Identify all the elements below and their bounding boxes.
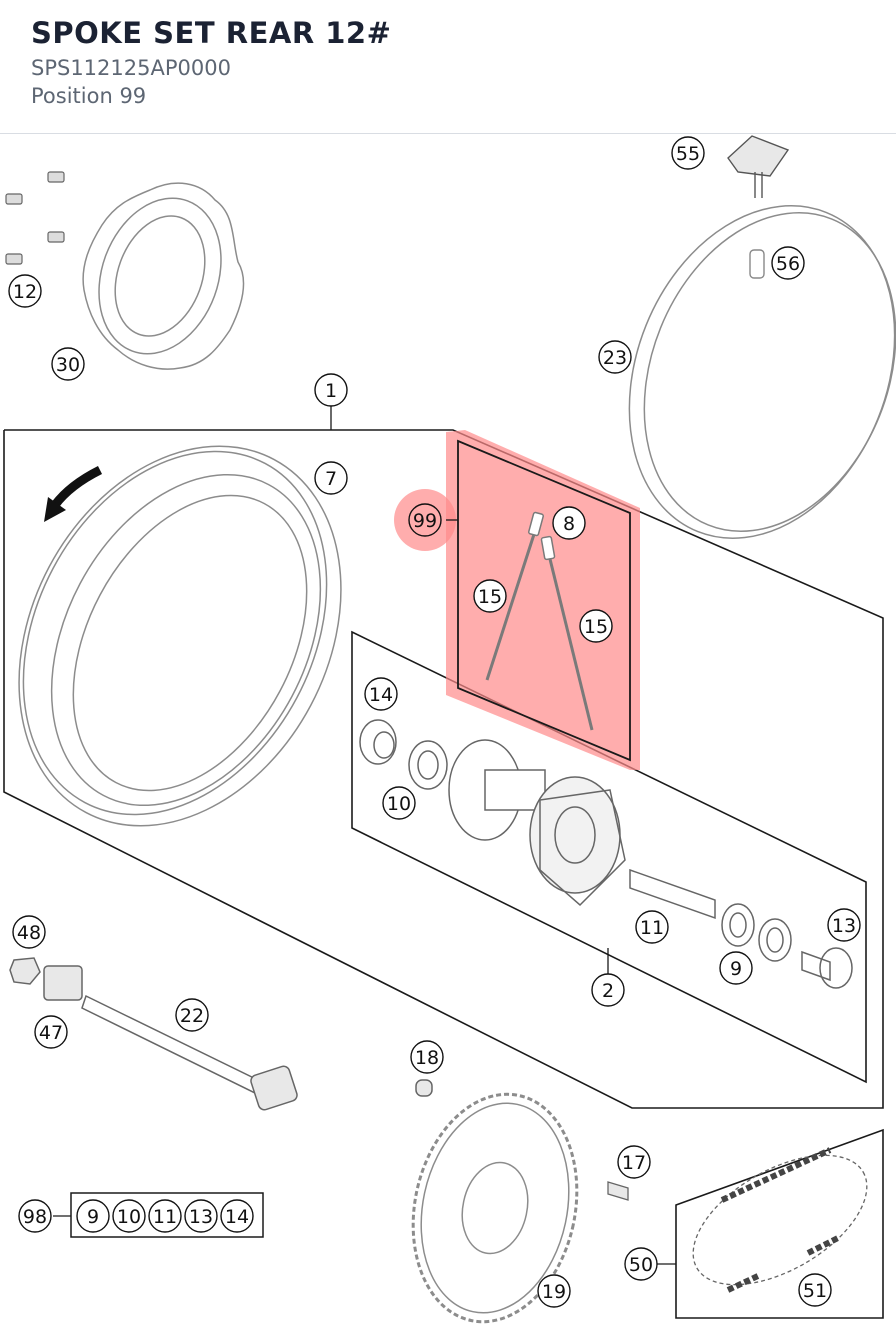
- svg-text:14: 14: [225, 1206, 249, 1228]
- svg-text:17: 17: [622, 1152, 646, 1174]
- svg-text:98: 98: [23, 1206, 47, 1228]
- svg-text:9: 9: [730, 958, 742, 980]
- position-label: Position 99: [31, 84, 147, 108]
- disc-bolts: [5, 171, 65, 265]
- svg-text:19: 19: [542, 1281, 566, 1303]
- spoke-parts: [485, 511, 594, 731]
- svg-text:8: 8: [563, 513, 575, 535]
- callout-50[interactable]: 50: [624, 1247, 658, 1281]
- svg-text:55: 55: [676, 143, 700, 165]
- svg-text:10: 10: [387, 793, 411, 815]
- svg-text:15: 15: [478, 586, 502, 608]
- svg-text:13: 13: [832, 915, 856, 937]
- svg-text:11: 11: [153, 1206, 177, 1228]
- callout-2[interactable]: 2: [591, 973, 625, 1007]
- svg-text:9: 9: [87, 1206, 99, 1228]
- kit-98-item[interactable]: 9: [76, 1199, 110, 1233]
- exploded-diagram: 1 2 7 8 9 10 11 12 13 14 15 15 17 18 19 …: [3, 135, 896, 1324]
- spoke-set-highlight: [394, 430, 640, 770]
- svg-text:50: 50: [629, 1254, 653, 1276]
- rotation-arrow-icon: [51, 465, 103, 508]
- svg-text:48: 48: [17, 922, 41, 944]
- callout-1[interactable]: 1: [314, 373, 348, 407]
- chain-box: [656, 1128, 884, 1319]
- svg-text:51: 51: [803, 1280, 827, 1302]
- callout-30[interactable]: 30: [51, 347, 85, 381]
- callout-56[interactable]: 56: [771, 246, 805, 280]
- callout-11[interactable]: 11: [635, 910, 669, 944]
- callout-12[interactable]: 12: [8, 274, 42, 308]
- svg-text:13: 13: [189, 1206, 213, 1228]
- callout-22[interactable]: 22: [175, 998, 209, 1032]
- svg-text:47: 47: [39, 1022, 63, 1044]
- callout-23[interactable]: 23: [598, 340, 632, 374]
- callout-10[interactable]: 10: [382, 786, 416, 820]
- callout-8[interactable]: 8: [552, 506, 586, 540]
- callout-17[interactable]: 17: [617, 1145, 651, 1179]
- rim: [18, 445, 342, 827]
- page-title: SPOKE SET REAR 12#: [31, 16, 392, 50]
- callout-9[interactable]: 9: [719, 951, 753, 985]
- kit-98-item[interactable]: 14: [220, 1199, 254, 1233]
- callout-51[interactable]: 51: [798, 1273, 832, 1307]
- svg-text:18: 18: [415, 1047, 439, 1069]
- callout-18[interactable]: 18: [410, 1040, 444, 1074]
- kit-98-item[interactable]: 13: [184, 1199, 218, 1233]
- part-number: SPS112125AP0000: [31, 56, 231, 80]
- hub-2-frame: [351, 630, 867, 1084]
- kit-98-item[interactable]: 11: [148, 1199, 182, 1233]
- sprocket-bolt: [607, 1181, 629, 1201]
- svg-text:99: 99: [413, 510, 437, 532]
- svg-text:23: 23: [603, 347, 627, 369]
- svg-text:30: 30: [56, 354, 80, 376]
- kit-98-item[interactable]: 10: [112, 1199, 146, 1233]
- callout-55[interactable]: 55: [671, 136, 705, 170]
- callout-13[interactable]: 13: [827, 908, 861, 942]
- callout-19[interactable]: 19: [537, 1274, 571, 1308]
- callout-14[interactable]: 14: [364, 677, 398, 711]
- callout-99[interactable]: 99: [408, 503, 442, 537]
- callout-48[interactable]: 48: [12, 915, 46, 949]
- header: SPOKE SET REAR 12# SPS112125AP0000 Posit…: [0, 0, 896, 134]
- rim-lock: [727, 135, 790, 279]
- svg-text:10: 10: [117, 1206, 141, 1228]
- assembly-1-frame: [3, 429, 884, 1109]
- callout-98[interactable]: 98: [18, 1199, 52, 1233]
- callout-15-left[interactable]: 15: [473, 579, 507, 613]
- svg-text:56: 56: [776, 253, 800, 275]
- svg-text:11: 11: [640, 917, 664, 939]
- svg-text:14: 14: [369, 684, 393, 706]
- svg-text:22: 22: [180, 1005, 204, 1027]
- hub-parts: [359, 719, 853, 989]
- callout-7[interactable]: 7: [314, 461, 348, 495]
- svg-text:12: 12: [13, 281, 37, 303]
- brake-disc: [82, 182, 245, 370]
- sprocket: [411, 1079, 579, 1324]
- callout-15-right[interactable]: 15: [579, 609, 613, 643]
- kit-98-box: [53, 1192, 264, 1238]
- tyre: [628, 205, 896, 539]
- svg-text:2: 2: [602, 980, 614, 1002]
- rotation-arrow-head-icon: [44, 497, 66, 522]
- svg-text:1: 1: [325, 380, 337, 402]
- svg-text:15: 15: [584, 616, 608, 638]
- callout-47[interactable]: 47: [34, 1015, 68, 1049]
- svg-text:7: 7: [325, 468, 337, 490]
- axle-parts: [9, 957, 298, 1111]
